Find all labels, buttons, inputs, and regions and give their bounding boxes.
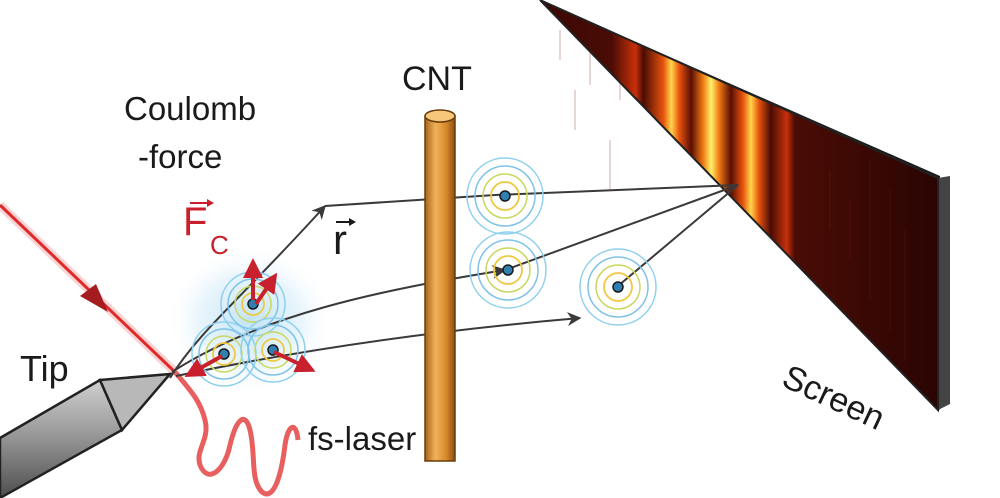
vector-overlines [190,199,356,226]
force-subscript: C [210,230,229,260]
tip-label: Tip [20,348,69,389]
screen-label: Screen [777,358,891,438]
electron-packet-6 [579,248,657,326]
screen-side-edge [938,176,950,410]
force-arrow-down [273,350,316,373]
force-arrow-right [254,272,278,306]
laser-pulse-wave [173,370,301,497]
cnt-label: CNT [402,60,472,98]
coulomb-force-arrows [184,258,316,377]
electron-packet-5 [469,231,547,309]
force-symbol: F [183,200,208,244]
carbon-nanotube [424,109,456,462]
emission-glow [165,245,335,395]
force-arrow-left [184,354,223,377]
laser-beam [0,201,301,497]
electron-packet-4 [466,157,544,235]
laser-label: fs-laser [308,420,417,457]
tip-needle [0,372,173,498]
coulomb-label-line1: Coulomb [124,90,257,127]
coulomb-label-line2: -force [138,138,223,175]
screen-noise [559,30,906,360]
laser-direction-arrow [80,284,108,312]
position-vector-label: r [333,216,347,263]
detector-screen [539,0,950,413]
electron-packet-3 [240,317,306,383]
